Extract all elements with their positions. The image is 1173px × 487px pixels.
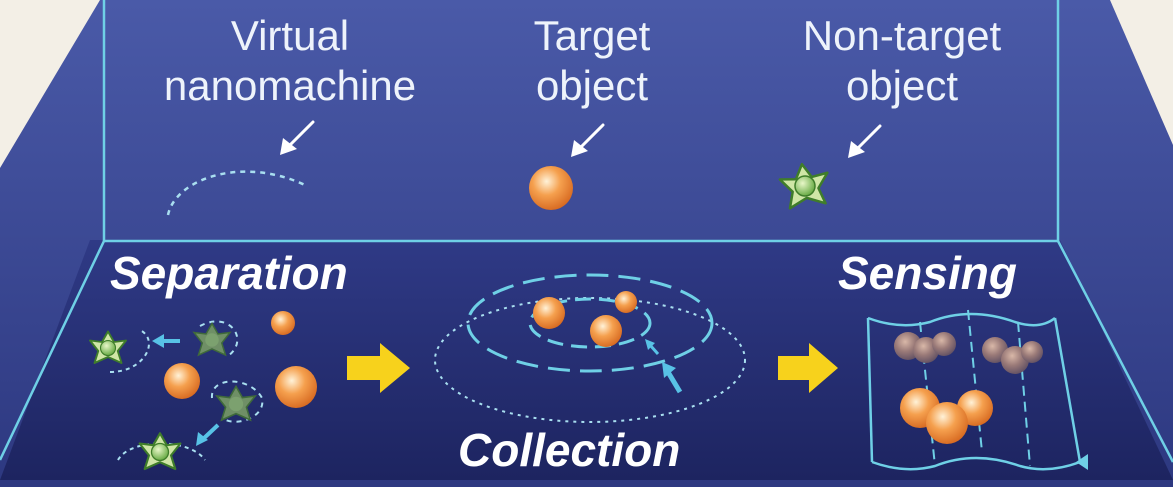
stage-separation-label: Separation [110, 247, 348, 299]
collection-scene [434, 273, 746, 423]
nanomachine-icon [166, 170, 306, 216]
sensing-scene [866, 309, 1088, 471]
flow-arrow-collection-to-sensing [778, 343, 838, 393]
legend-nontarget-label-line1: Non-target [803, 12, 1002, 59]
stage-sensing-label: Sensing [838, 247, 1017, 299]
legend-nanomachine-label-line2: nanomachine [164, 62, 416, 109]
legend-target-label-line1: Target [534, 12, 651, 59]
flow-arrow-separation-to-collection [347, 343, 410, 393]
legend-target-label-line2: object [536, 62, 648, 109]
legend-nanomachine-label-line1: Virtual [231, 12, 349, 59]
frame-lines [0, 0, 1173, 463]
floor-panel [0, 240, 1173, 480]
stage-collection-label: Collection [458, 424, 680, 476]
target-object-icon [529, 166, 573, 210]
legend-pointer-arrows [280, 120, 882, 158]
legend-nontarget-label-line2: object [846, 62, 958, 109]
separation-scene [89, 311, 317, 471]
